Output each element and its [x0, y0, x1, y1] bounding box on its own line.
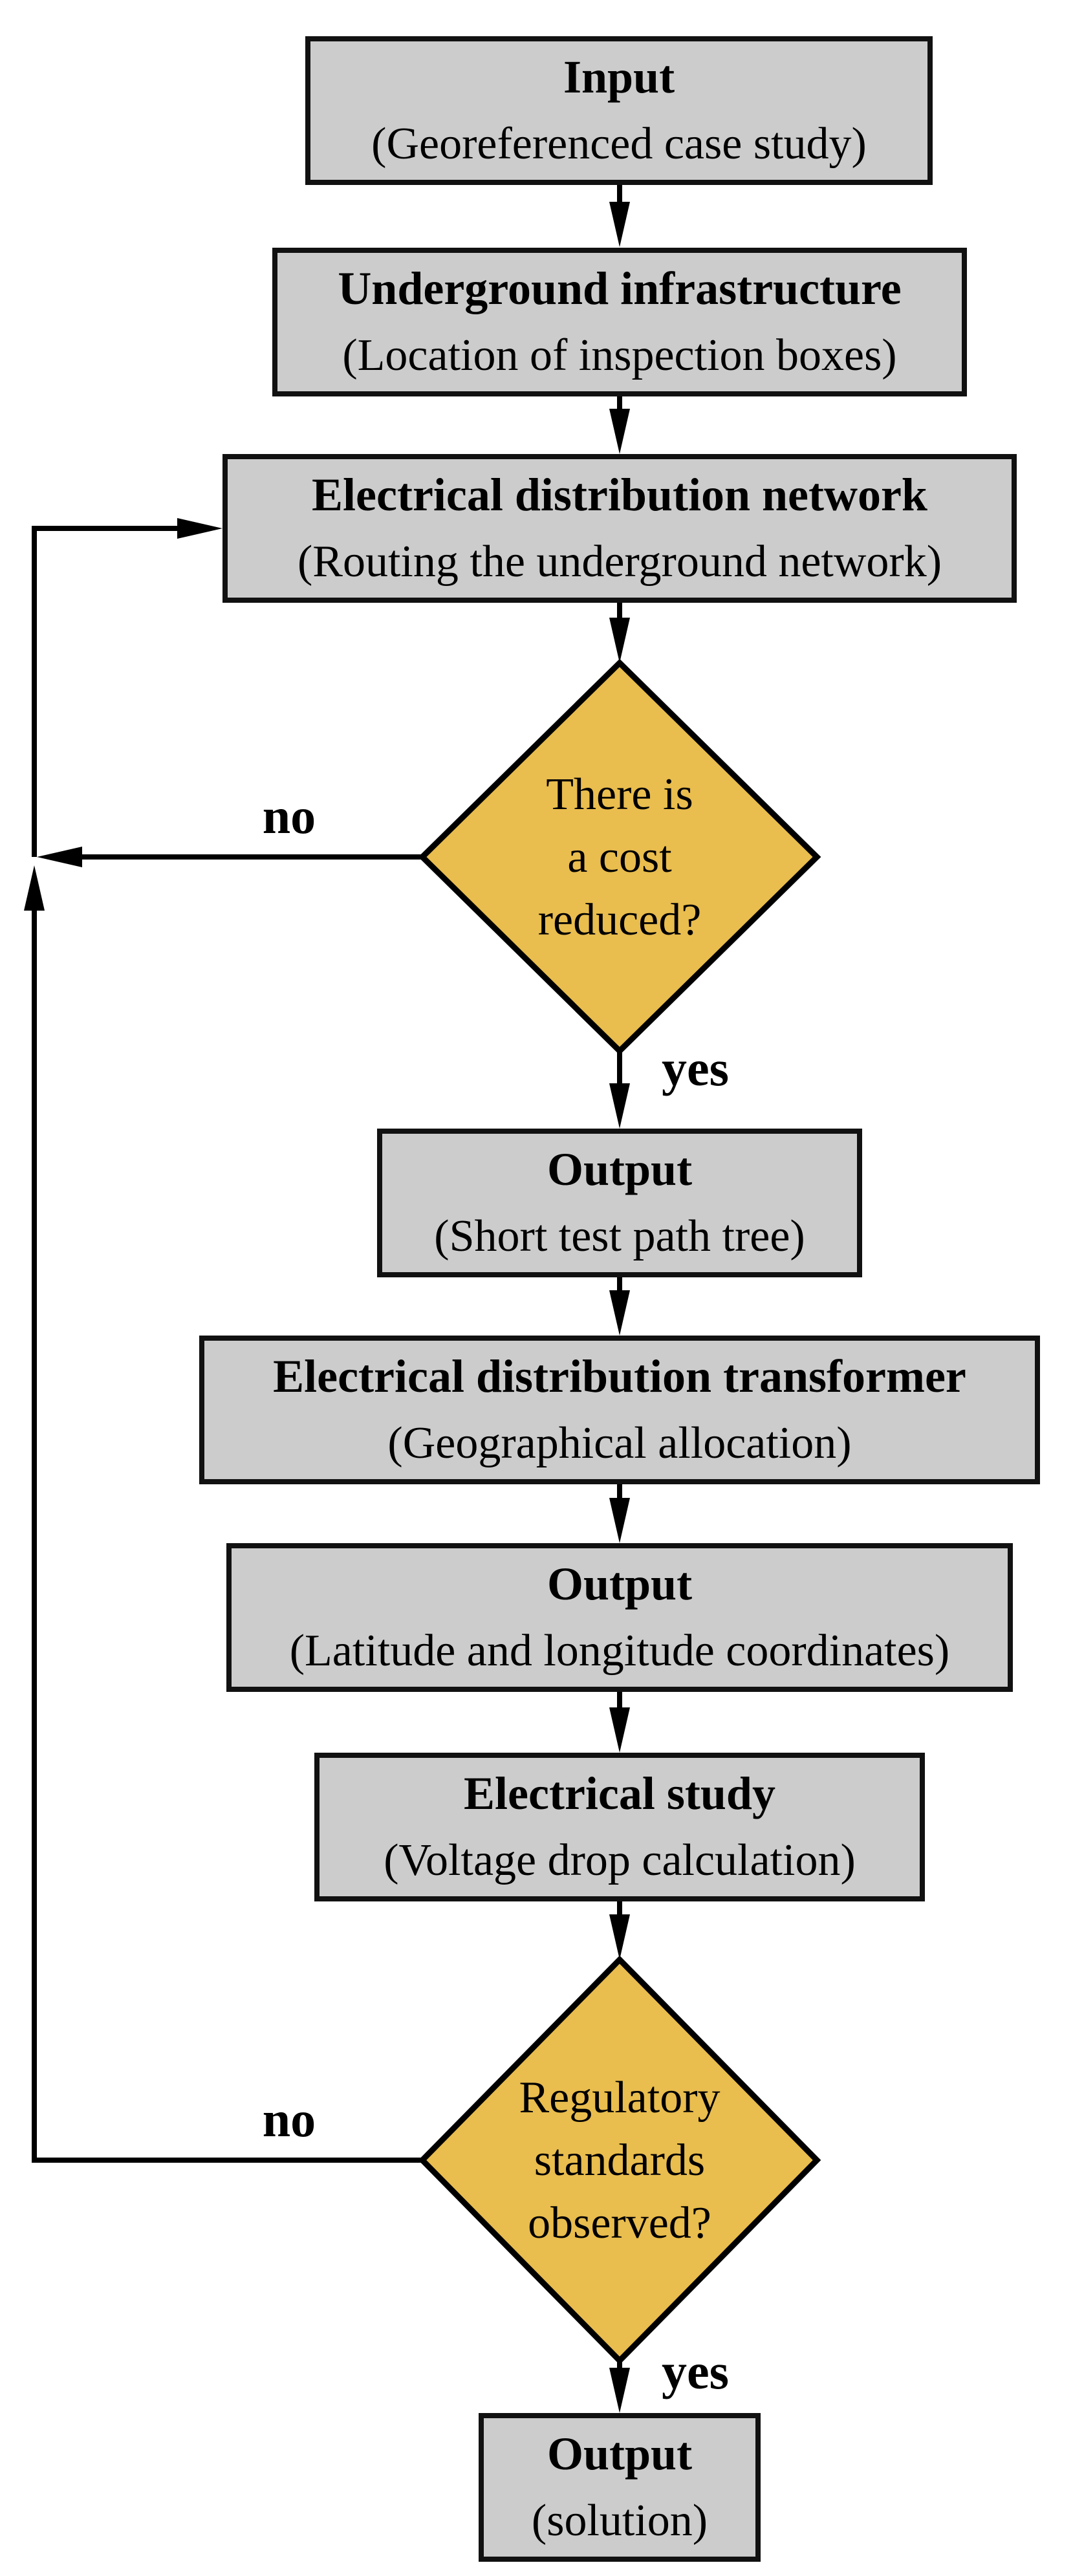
node-network-title: Electrical distribution network [312, 469, 927, 521]
node-output-coordinates: Output (Latitude and longitude coordinat… [226, 1543, 1013, 1692]
arrow-input-to-underground [609, 185, 630, 247]
node-network-subtitle: (Routing the underground network) [297, 537, 942, 587]
node-solution-title: Output [547, 2428, 693, 2480]
node-output-tree: Output (Short test path tree) [377, 1129, 862, 1277]
node-transformer-title: Electrical distribution transformer [273, 1350, 966, 1402]
standards-decision-line1: Regulatory [519, 2072, 721, 2123]
standards-decision-diamond [418, 1955, 821, 2365]
node-study-title: Electrical study [464, 1768, 775, 1819]
standards-decision-label: Regulatory standards observed? [426, 2066, 814, 2254]
node-electrical-study: Electrical study (Voltage drop calculati… [314, 1753, 925, 1901]
cost-decision-label: There is a cost reduced? [426, 763, 814, 951]
cost-decision-line2: a cost [567, 832, 672, 882]
standards-decision-line3: observed? [528, 2198, 711, 2248]
arrow-transformer-to-coordinates [609, 1484, 630, 1543]
arrow-study-to-standards-decision [609, 1901, 630, 1960]
node-input-subtitle: (Georeferenced case study) [371, 119, 867, 169]
node-input: Input (Georeferenced case study) [305, 36, 933, 185]
standards-yes-label: yes [662, 2343, 729, 2399]
arrow-junction-to-network [32, 518, 222, 857]
node-electrical-distribution-transformer: Electrical distribution transformer (Geo… [199, 1336, 1040, 1484]
cost-yes-label: yes [662, 1040, 729, 1096]
arrow-underground-to-network [609, 396, 630, 454]
node-underground-infrastructure: Underground infrastructure (Location of … [272, 248, 967, 396]
node-study-subtitle: (Voltage drop calculation) [384, 1835, 856, 1885]
node-underground-title: Underground infrastructure [338, 263, 902, 314]
cost-no-label: no [262, 788, 316, 844]
node-electrical-distribution-network: Electrical distribution network (Routing… [222, 454, 1017, 603]
node-output-tree-subtitle: (Short test path tree) [434, 1211, 805, 1261]
arrow-cost-no-to-junction [37, 847, 424, 867]
node-solution-subtitle: (solution) [531, 2496, 708, 2546]
node-coordinates-subtitle: (Latitude and longitude coordinates) [289, 1626, 950, 1676]
node-transformer-subtitle: (Geographical allocation) [387, 1418, 852, 1468]
node-output-tree-title: Output [547, 1143, 693, 1195]
arrow-output-tree-to-transformer [609, 1277, 630, 1336]
node-underground-subtitle: (Location of inspection boxes) [342, 330, 897, 380]
standards-decision-line2: standards [534, 2135, 706, 2185]
node-output-solution: Output (solution) [479, 2413, 761, 2562]
standards-no-label: no [262, 2091, 316, 2147]
node-coordinates-title: Output [547, 1558, 693, 1610]
arrow-network-to-cost-decision [609, 603, 630, 663]
arrow-coordinates-to-study [609, 1692, 630, 1753]
cost-decision-diamond [418, 658, 821, 1055]
cost-decision-line1: There is [546, 769, 693, 819]
cost-decision-line3: reduced? [537, 894, 702, 945]
arrow-standards-no-to-junction [24, 865, 424, 2163]
node-input-title: Input [563, 51, 675, 103]
arrow-cost-yes-to-output-tree [609, 1051, 630, 1129]
